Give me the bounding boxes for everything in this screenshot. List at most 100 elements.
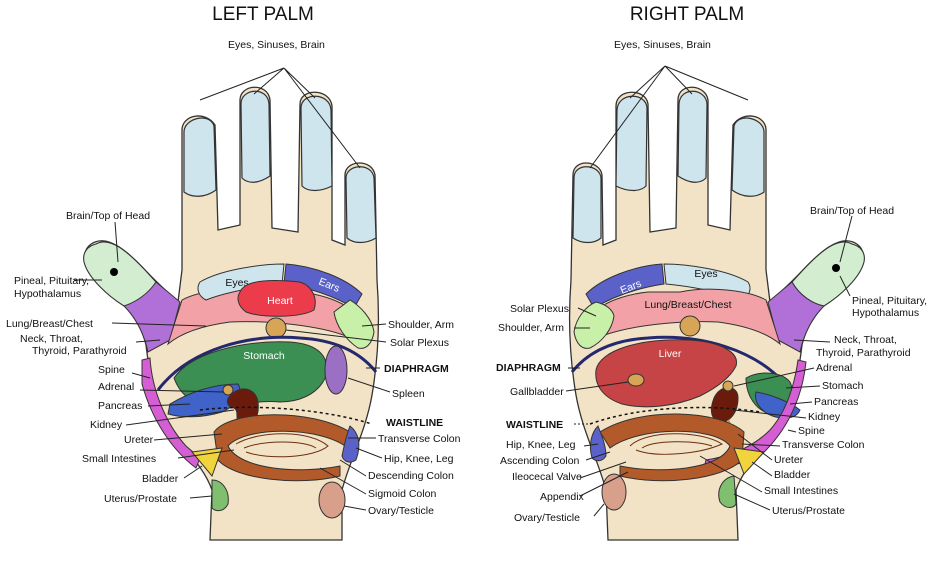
right-label-ascending: Ascending Colon bbox=[500, 455, 580, 467]
right-kidney-pointer bbox=[733, 409, 807, 419]
left-label-descending: Descending Colon bbox=[368, 470, 454, 482]
left-adrenal-zone bbox=[222, 384, 234, 396]
left-spine-zone bbox=[141, 357, 201, 469]
right-solar-pointer bbox=[577, 307, 597, 317]
right-label-bladder: Bladder bbox=[774, 469, 811, 481]
right-label-waistline: WAISTLINE bbox=[506, 419, 563, 431]
left-finger-tip-little bbox=[345, 166, 377, 244]
right-liver-label: Liver bbox=[659, 348, 682, 360]
right-spine-pointer bbox=[787, 429, 797, 433]
left-colon-zone bbox=[213, 414, 351, 482]
left-label-diaphragm: DIAPHRAGM bbox=[384, 363, 449, 375]
right-small-int-pointer bbox=[699, 455, 763, 493]
right-label-ovary: Ovary/Testicle bbox=[514, 512, 580, 524]
right-label-transverse: Transverse Colon bbox=[782, 439, 865, 451]
left-hip-zone bbox=[341, 425, 360, 463]
left-label-pineal-2: Hypothalamus bbox=[14, 288, 81, 300]
left-label-pineal-1: Pineal, Pituitary, bbox=[14, 275, 89, 287]
left-finger-tip-index bbox=[183, 117, 217, 197]
left-label-adrenal: Adrenal bbox=[98, 381, 134, 393]
right-label-stomach: Stomach bbox=[822, 380, 864, 392]
right-label-ileocecal: Ileocecal Valve bbox=[512, 471, 582, 483]
right-label-neck-2: Thyroid, Parathyroid bbox=[816, 347, 911, 359]
left-label-pancreas: Pancreas bbox=[98, 400, 142, 412]
right-palm: RIGHT PALM Ears Eyes Lung/Breast/Chest L… bbox=[496, 4, 927, 541]
right-ovary-pointer bbox=[593, 503, 605, 517]
right-finger-tip-little bbox=[572, 166, 602, 244]
left-ureter-pointer bbox=[153, 433, 223, 441]
left-label-solar: Solar Plexus bbox=[390, 337, 449, 349]
left-label-neck-1: Neck, Throat, bbox=[20, 333, 83, 345]
left-label-spine: Spine bbox=[98, 364, 125, 376]
left-spine-pointer bbox=[131, 372, 151, 379]
right-label-pancreas: Pancreas bbox=[814, 396, 858, 408]
left-uterus-pointer bbox=[189, 495, 213, 499]
left-diaphragm-line bbox=[156, 335, 378, 391]
right-adrenal-zone bbox=[722, 380, 734, 392]
right-solar-plexus-zone bbox=[679, 315, 701, 337]
right-uterus-pointer bbox=[733, 493, 771, 511]
right-neck-zone bbox=[767, 281, 826, 353]
left-descending-pointer bbox=[339, 459, 367, 477]
left-label-lung: Lung/Breast/Chest bbox=[6, 318, 93, 330]
right-label-kidney: Kidney bbox=[808, 411, 841, 423]
left-small-intestines-loops bbox=[235, 433, 329, 458]
right-neck-pointer bbox=[793, 339, 831, 343]
right-transverse-pointer bbox=[741, 443, 781, 447]
right-waistline bbox=[589, 406, 761, 425]
right-finger-tip-middle bbox=[677, 90, 708, 183]
left-heart-label: Heart bbox=[267, 295, 293, 307]
left-stomach-label: Stomach bbox=[243, 350, 285, 362]
right-eyes-pointers bbox=[589, 65, 749, 169]
right-lung-label: Lung/Breast/Chest bbox=[645, 299, 732, 311]
left-label-spleen: Spleen bbox=[392, 388, 425, 400]
left-label-brain-top: Brain/Top of Head bbox=[66, 210, 150, 222]
right-eyes-label: Eyes bbox=[694, 268, 717, 280]
left-pineal-dot bbox=[110, 268, 118, 276]
left-palm: LEFT PALM Eyes Ears Heart Stomach bbox=[6, 4, 461, 541]
right-label-appendix: Appendix bbox=[540, 491, 585, 503]
right-label-solar: Solar Plexus bbox=[510, 303, 569, 315]
right-label-diaphragm: DIAPHRAGM bbox=[496, 362, 561, 374]
left-pancreas-pointer bbox=[147, 403, 191, 407]
right-liver-zone bbox=[595, 339, 737, 408]
right-label-uterus: Uterus/Prostate bbox=[772, 505, 845, 517]
right-label-small-int: Small Intestines bbox=[764, 485, 838, 497]
left-spleen-pointer bbox=[347, 377, 391, 393]
left-label-small-int: Small Intestines bbox=[82, 453, 156, 465]
left-neck-pointer bbox=[135, 339, 161, 343]
left-kidney-pointer bbox=[125, 409, 235, 426]
right-ears-zone bbox=[585, 263, 665, 309]
left-solar-plexus-zone bbox=[265, 317, 287, 339]
left-finger-tip-middle bbox=[240, 90, 271, 183]
left-hip-pointer bbox=[355, 447, 383, 459]
right-hip-pointer bbox=[583, 443, 599, 447]
right-uterus-zone bbox=[718, 475, 737, 508]
right-pancreas-pointer bbox=[789, 401, 813, 405]
right-bladder-pointer bbox=[751, 461, 773, 477]
right-gallbladder-pointer bbox=[565, 381, 629, 392]
left-label-uterus: Uterus/Prostate bbox=[104, 493, 177, 505]
left-lung-pointer bbox=[111, 322, 207, 327]
right-label-eyes-sinuses-brain: Eyes, Sinuses, Brain bbox=[614, 39, 711, 51]
left-label-ovary: Ovary/Testicle bbox=[368, 505, 434, 517]
left-eyes-pointers bbox=[199, 67, 361, 169]
left-eyes-label: Eyes bbox=[225, 277, 248, 289]
right-palm-title: RIGHT PALM bbox=[630, 4, 744, 25]
right-ureter-pointer bbox=[737, 433, 773, 461]
left-sigmoid-pointer bbox=[319, 467, 367, 495]
right-pineal-dot bbox=[832, 264, 840, 272]
left-label-eyes-sinuses-brain: Eyes, Sinuses, Brain bbox=[228, 39, 325, 51]
right-pineal-pointer bbox=[839, 275, 851, 297]
left-label-kidney: Kidney bbox=[90, 419, 123, 431]
left-waistline bbox=[199, 406, 373, 425]
right-label-hip: Hip, Knee, Leg bbox=[506, 439, 576, 451]
left-ovary-pointer bbox=[343, 505, 367, 511]
left-neck-zone bbox=[123, 281, 181, 353]
right-label-pineal-2: Hypothalamus bbox=[852, 307, 919, 319]
left-palm-title: LEFT PALM bbox=[212, 4, 314, 25]
left-heart-zone bbox=[237, 279, 316, 317]
right-label-shoulder: Shoulder, Arm bbox=[498, 322, 564, 334]
left-label-bladder: Bladder bbox=[142, 473, 179, 485]
